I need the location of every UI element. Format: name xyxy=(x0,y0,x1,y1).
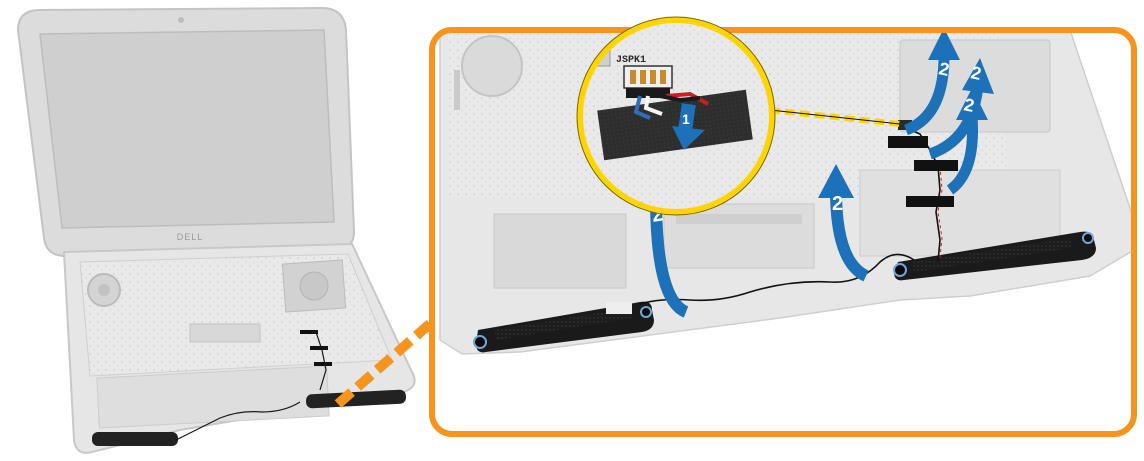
zoom-leader-line xyxy=(334,318,436,408)
speaker-right-grommet-2 xyxy=(1082,232,1094,244)
brand-logo: DELL xyxy=(177,232,204,242)
laptop-overview: DELL xyxy=(16,6,436,454)
laptop-screen xyxy=(39,29,335,229)
overview-speaker-right xyxy=(306,389,406,409)
memory-slot xyxy=(189,323,261,343)
webcam xyxy=(178,17,184,23)
magnifier: JSPK1 1 xyxy=(576,16,776,216)
step-2-label: 2 xyxy=(937,58,951,80)
battery-area xyxy=(96,365,330,429)
overview-tape-3 xyxy=(314,362,332,366)
cooling-fan-hub xyxy=(98,284,110,296)
zoomed-wire-white xyxy=(643,95,663,116)
speaker-left-grommet xyxy=(473,335,487,349)
zoomed-wire-black xyxy=(659,94,701,103)
routing-tape-2 xyxy=(914,160,958,171)
speaker-right-grommet xyxy=(893,263,907,277)
zoomed-wire-red xyxy=(665,91,709,106)
magnifier-ring-outline xyxy=(576,16,776,216)
detail-edge-rib xyxy=(454,70,460,110)
routing-tape-1 xyxy=(888,136,928,148)
arrow-unroute-upper-right: 2 xyxy=(928,58,994,160)
step-2-label: 2 xyxy=(969,62,983,84)
overview-tape-1 xyxy=(300,330,318,334)
detail-memory-chips xyxy=(676,214,802,224)
arrow-unroute-middle: 2 xyxy=(818,164,869,282)
magnifier-ring xyxy=(577,17,775,215)
arrow-unroute-lower-right: 2 xyxy=(946,88,988,195)
callout-detail: 2 2 2 2 2 xyxy=(429,27,1137,437)
step-2-label: 2 xyxy=(832,193,843,215)
overview-speaker-left xyxy=(92,432,178,446)
zoomed-wire-blue xyxy=(633,95,651,120)
magnifier-leader-core xyxy=(769,109,901,125)
callout-border xyxy=(429,27,1137,437)
detail-fan xyxy=(461,35,523,97)
laptop-board xyxy=(79,253,393,377)
detail-palmrest-left xyxy=(493,213,627,289)
hard-drive-platter xyxy=(299,271,329,301)
overview-tape-2 xyxy=(310,346,328,350)
arrow-disconnect: 1 xyxy=(672,103,705,150)
arrow-unroute-top: 2 xyxy=(903,30,960,136)
overview-speaker-cable xyxy=(175,331,327,441)
step-2-label: 2 xyxy=(962,94,976,116)
speaker-right xyxy=(893,231,1096,281)
routing-tape-3 xyxy=(906,196,954,207)
step-1-label: 1 xyxy=(682,111,690,127)
speaker-left-label xyxy=(606,302,632,314)
speaker-left-grommet-2 xyxy=(640,306,652,318)
zoomed-connector xyxy=(623,65,673,98)
speaker-left xyxy=(473,301,654,353)
connector-label: JSPK1 xyxy=(616,55,646,66)
